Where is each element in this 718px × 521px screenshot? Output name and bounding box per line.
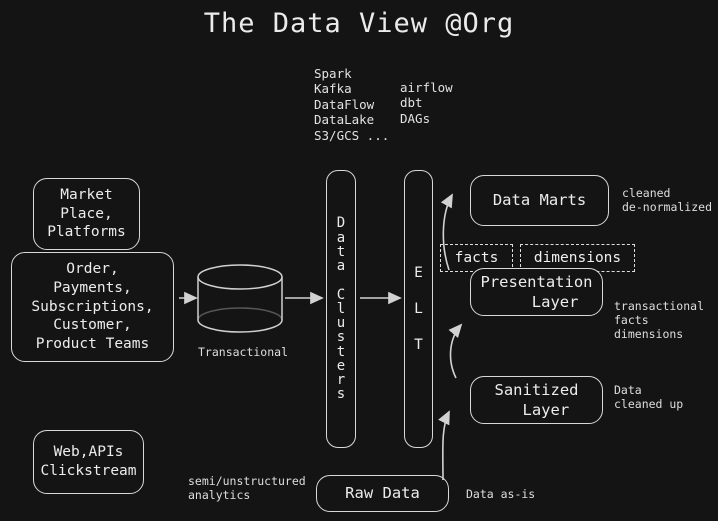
note-data-marts: cleaned de-normalized [622, 186, 713, 214]
arrow-raw-to-sanitized [438, 410, 450, 481]
database-cylinder-icon [197, 264, 283, 333]
source-box-transactional-teams[interactable]: Order, Payments, Subscriptions, Customer… [11, 252, 174, 362]
arrow-sanitized-to-presentation [448, 323, 463, 379]
page-title: The Data View @Org [203, 8, 515, 39]
elt-label: E L T [414, 264, 423, 354]
layer-box-sanitized[interactable]: Sanitized Layer [470, 376, 603, 424]
layer-box-raw-data[interactable]: Raw Data [316, 475, 449, 512]
database-label-transactional: Transactional [198, 345, 289, 359]
note-presentation: transactional facts dimensions [614, 299, 705, 341]
source-box-marketplace[interactable]: Market Place, Platforms [33, 178, 140, 250]
data-clusters-label: D a t a C l u s t e r s [336, 215, 346, 403]
note-semi-unstructured: semi/unstructured analytics [188, 474, 306, 502]
layer-box-presentation[interactable]: Presentation Layer [470, 268, 603, 316]
elt-box[interactable]: E L T [404, 170, 433, 448]
data-clusters-box[interactable]: D a t a C l u s t e r s [326, 170, 356, 448]
tech-stack-column-left: Spark Kafka DataFlow DataLake S3/GCS ... [314, 66, 390, 143]
source-box-web-apis[interactable]: Web,APIs Clickstream [33, 430, 144, 494]
layer-box-data-marts[interactable]: Data Marts [470, 175, 609, 226]
tech-stack-column-right: airflow dbt DAGs [400, 80, 453, 126]
note-raw-data: Data as-is [466, 487, 536, 501]
note-sanitized: Data cleaned up [614, 383, 684, 411]
